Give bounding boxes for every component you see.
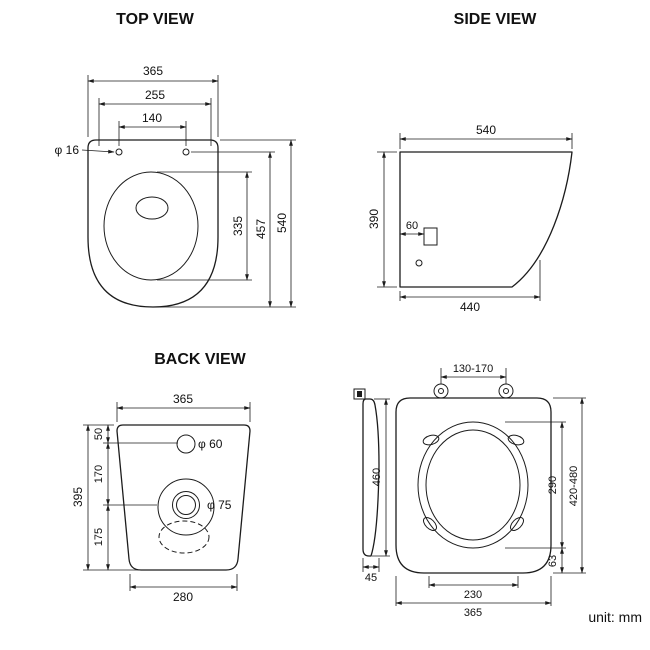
seat-mount-hole-left [115, 148, 123, 156]
seat-ring-outer [417, 421, 529, 549]
outlet-hole-outer [172, 491, 200, 519]
hinge-pin [357, 391, 362, 397]
hinge-bracket [353, 388, 366, 400]
lid-side-profile [362, 398, 380, 557]
dim-seat-lid-thickness-label: 45 [365, 572, 377, 584]
dim-seat-overall-width-label: 365 [464, 607, 482, 619]
hidden-trapway [158, 520, 210, 554]
inlet-detail [423, 227, 438, 246]
hinge-hole-right-inner [503, 388, 509, 394]
toilet-top-outline [87, 139, 219, 308]
toilet-back-outline [116, 424, 251, 571]
hinge-hole-right [498, 383, 514, 399]
dim-top-bowl-length-label: 335 [231, 216, 245, 236]
dim-seat-hinge-spacing-label: 130-170 [453, 363, 493, 375]
outlet-hole-inner [176, 495, 196, 515]
top-view-title: TOP VIEW [116, 11, 195, 28]
hinge-hole-left-inner [438, 388, 444, 394]
dim-back-seg-bottom-label: 175 [93, 528, 105, 546]
dim-side-depth-label: 540 [476, 123, 496, 137]
dim-top-overall-depth-label: 540 [275, 213, 289, 233]
dim-back-seg-top-label: 50 [93, 428, 105, 440]
top-view: TOP VIEW 365 255 140 φ 16 335 457 [55, 11, 296, 308]
fixing-hole [415, 259, 423, 267]
dim-back-top-width-label: 365 [173, 392, 193, 406]
seat-bumper [422, 434, 440, 446]
dim-seat-lid-length-label: 460 [371, 468, 383, 486]
dim-top-seat-width-label: 255 [145, 88, 165, 102]
dim-back-outlet-dia-label: φ 75 [207, 498, 232, 512]
seat-mount-hole-right [182, 148, 190, 156]
seat-bumper [510, 517, 524, 531]
toilet-side-outline [399, 151, 573, 288]
dim-top-overall-width-label: 365 [143, 64, 163, 78]
inlet-hole [176, 434, 196, 454]
seat-lid-outline [395, 397, 552, 574]
seat-bumper [507, 434, 525, 446]
dim-back-seg-mid-label: 170 [93, 465, 105, 483]
leader-line [81, 149, 115, 154]
side-view-title: SIDE VIEW [454, 11, 538, 28]
back-view-title: BACK VIEW [154, 351, 246, 368]
dim-side-inlet-offset-label: 60 [406, 220, 418, 232]
unit-label: unit: mm [588, 609, 642, 625]
dim-seat-opening-width-label: 230 [464, 589, 482, 601]
dim-top-hole-spacing-label: 140 [142, 111, 162, 125]
seat-bumper [423, 517, 437, 531]
hinge-hole-left [433, 383, 449, 399]
back-view: BACK VIEW φ 60 φ 75 365 50 170 175 395 2… [71, 351, 251, 604]
seat-ring-inner [425, 429, 521, 541]
dim-side-base-depth-label: 440 [460, 300, 480, 314]
dim-back-overall-height-label: 395 [71, 487, 85, 507]
dim-side-height-label: 390 [367, 209, 381, 229]
outlet-boss [157, 478, 215, 536]
water-spot [135, 196, 169, 220]
seat-view: 130-170 460 45 290 63 4 [353, 363, 586, 619]
dim-back-bottom-width-label: 280 [173, 590, 193, 604]
dim-top-rim-length-label: 457 [254, 219, 268, 239]
dim-back-inlet-dia-label: φ 60 [198, 437, 223, 451]
dim-seat-length-range-label: 420-480 [568, 466, 580, 506]
dim-seat-opening-length-label: 290 [547, 476, 559, 494]
bowl-opening [103, 171, 199, 281]
dim-seat-hinge-offset-label: 63 [547, 555, 559, 567]
dim-top-hole-dia-label: φ 16 [55, 143, 80, 157]
side-view: SIDE VIEW 540 390 60 440 [367, 11, 573, 314]
